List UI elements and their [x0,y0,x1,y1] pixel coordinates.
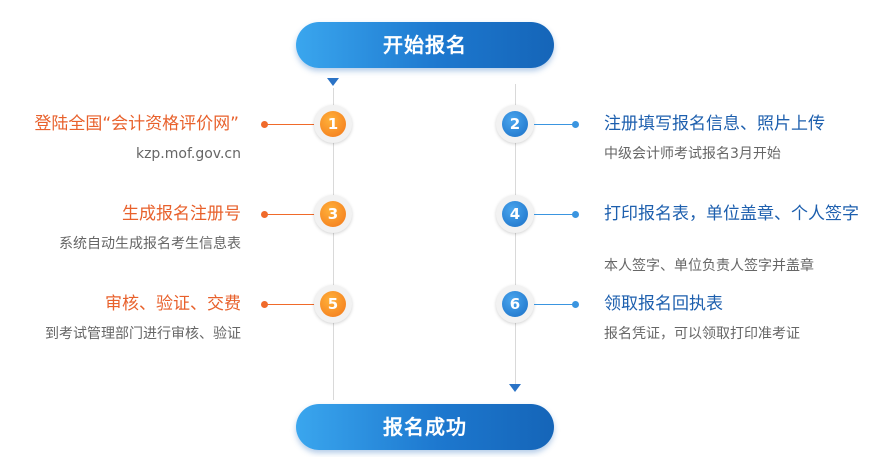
down-arrow-icon [327,78,339,86]
step-6-subtitle: 报名凭证，可以领取打印准考证 [604,326,800,342]
connector-dot [261,211,268,218]
connector-line [265,124,316,125]
step-5-subtitle: 到考试管理部门进行审核、验证 [45,326,241,342]
right-timeline [515,84,516,384]
step-1-badge: 1 [314,105,352,143]
step-4-number: 4 [502,201,528,227]
connector-line [534,214,574,215]
start-banner: 开始报名 [296,22,554,68]
connector-dot [572,211,579,218]
connector-line [534,124,574,125]
step-3-subtitle: 系统自动生成报名考生信息表 [59,236,241,252]
connector-dot [572,121,579,128]
step-3-title: 生成报名注册号 [122,204,241,224]
down-arrow-icon [509,384,521,392]
step-4-subtitle: 本人签字、单位负责人签字并盖章 [604,258,814,274]
step-3-badge: 3 [314,195,352,233]
connector-dot [261,121,268,128]
step-5-title: 审核、验证、交费 [105,294,241,314]
step-2-number: 2 [502,111,528,137]
step-4-title: 打印报名表，单位盖章、个人签字 [604,204,859,224]
step-2-title: 注册填写报名信息、照片上传 [604,114,825,134]
step-5-number: 5 [320,291,346,317]
step-6-number: 6 [502,291,528,317]
step-6-badge: 6 [496,285,534,323]
step-2-badge: 2 [496,105,534,143]
step-1-subtitle: kzp.mof.gov.cn [135,146,241,162]
connector-line [534,304,574,305]
step-1-number: 1 [320,111,346,137]
step-6-title: 领取报名回执表 [604,294,723,314]
step-1-title: 登陆全国“会计资格评价网” [34,114,239,134]
step-5-badge: 5 [314,285,352,323]
end-banner: 报名成功 [296,404,554,450]
connector-line [265,304,316,305]
connector-dot [261,301,268,308]
left-timeline [333,88,334,400]
connector-dot [572,301,579,308]
step-3-number: 3 [320,201,346,227]
step-4-badge: 4 [496,195,534,233]
connector-line [265,214,316,215]
step-2-subtitle: 中级会计师考试报名3月开始 [604,146,781,162]
